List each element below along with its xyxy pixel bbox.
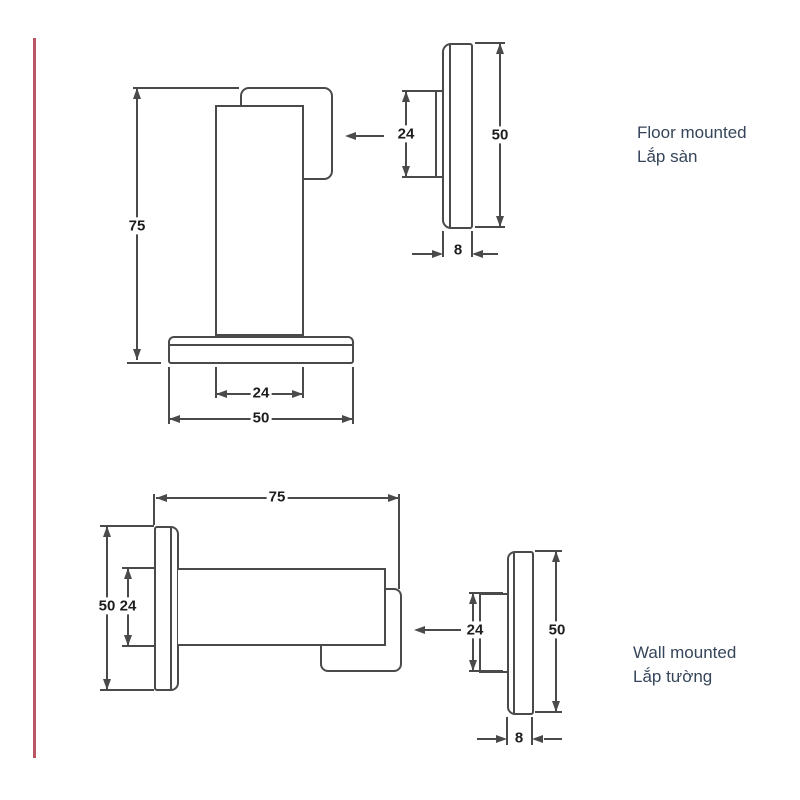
dimension-line <box>477 738 497 740</box>
extension-line <box>469 670 503 672</box>
arrowhead <box>169 415 180 423</box>
dim-label-height: 75 <box>126 217 148 235</box>
extension-line <box>122 645 154 647</box>
extension-line <box>475 42 505 44</box>
extension-line <box>127 362 161 364</box>
extension-line <box>469 592 503 594</box>
arrowhead <box>292 390 303 398</box>
arrowhead <box>133 349 141 360</box>
arrowhead <box>103 679 111 690</box>
floor-base-plate <box>168 336 354 364</box>
arrowhead <box>472 250 483 258</box>
extension-line <box>100 689 154 691</box>
floor-post <box>215 105 304 336</box>
arrowhead <box>103 526 111 537</box>
leader-line <box>423 629 461 631</box>
dim-label-magnet-height: 24 <box>395 125 417 143</box>
dimension-line <box>544 738 562 740</box>
leader-line <box>354 135 384 137</box>
leader-arrowhead <box>345 132 356 140</box>
floor-mounted-caption: Floor mounted Lắp sàn <box>637 121 747 169</box>
extension-line <box>133 87 239 89</box>
extension-line <box>100 525 154 527</box>
arrowhead <box>124 635 132 646</box>
dim-label-arm-height: 24 <box>117 597 139 615</box>
arrowhead <box>156 494 167 502</box>
floor-base-ridge-line <box>170 344 352 346</box>
extension-line <box>535 550 562 552</box>
arrowhead <box>469 660 477 671</box>
catch-plate-side <box>507 551 534 715</box>
extension-line <box>302 367 304 398</box>
extension-line <box>475 226 505 228</box>
catch-plate-edge-line <box>513 552 515 714</box>
arrowhead <box>402 91 410 102</box>
dim-label-plate-height: 50 <box>546 621 568 639</box>
leader-arrowhead <box>414 626 425 634</box>
arrowhead <box>216 390 227 398</box>
arrowhead <box>496 216 504 227</box>
dim-label-post-width: 24 <box>250 384 272 402</box>
wall-caption-vi: Lắp tường <box>633 667 713 686</box>
extension-line <box>531 717 533 745</box>
arrowhead <box>552 551 560 562</box>
extension-line <box>215 367 217 398</box>
arrowhead <box>432 250 443 258</box>
arrowhead <box>133 88 141 99</box>
extension-line <box>398 494 400 589</box>
extension-line <box>352 367 354 424</box>
wall-arm <box>178 568 386 646</box>
extension-line <box>402 176 436 178</box>
extension-line <box>122 567 154 569</box>
catch-plate-edge-line <box>449 44 451 228</box>
arrowhead <box>402 166 410 177</box>
arrowhead <box>532 735 543 743</box>
wall-caption-en: Wall mounted <box>633 643 737 662</box>
floor-caption-en: Floor mounted <box>637 123 747 142</box>
dimension-line <box>412 253 433 255</box>
wall-plate <box>154 526 179 691</box>
dimension-line <box>483 253 498 255</box>
dim-label-plate-height: 50 <box>489 126 511 144</box>
dim-label-plate-height: 50 <box>96 597 118 615</box>
arrowhead <box>496 735 507 743</box>
dim-label-base-width: 50 <box>250 409 272 427</box>
extension-line <box>402 90 436 92</box>
arrowhead <box>496 43 504 54</box>
dim-label-plate-thickness: 8 <box>512 729 526 747</box>
dim-label-length: 75 <box>266 488 288 506</box>
accent-bar <box>33 38 36 758</box>
wall-mounted-caption: Wall mounted Lắp tường <box>633 641 736 689</box>
extension-line <box>535 711 562 713</box>
arrowhead <box>342 415 353 423</box>
floor-caption-vi: Lắp sàn <box>637 147 698 166</box>
extension-line <box>442 231 444 257</box>
catch-plate-side <box>442 43 473 229</box>
extension-line <box>168 367 170 424</box>
arrowhead <box>469 593 477 604</box>
extension-line <box>471 231 473 257</box>
wall-plate-edge-line <box>170 527 172 690</box>
arrowhead <box>552 701 560 712</box>
extension-line <box>153 494 155 525</box>
dim-label-magnet-height: 24 <box>464 621 486 639</box>
extension-line <box>506 717 508 745</box>
arrowhead <box>388 494 399 502</box>
dim-label-plate-thickness: 8 <box>451 241 465 259</box>
arrowhead <box>124 568 132 579</box>
